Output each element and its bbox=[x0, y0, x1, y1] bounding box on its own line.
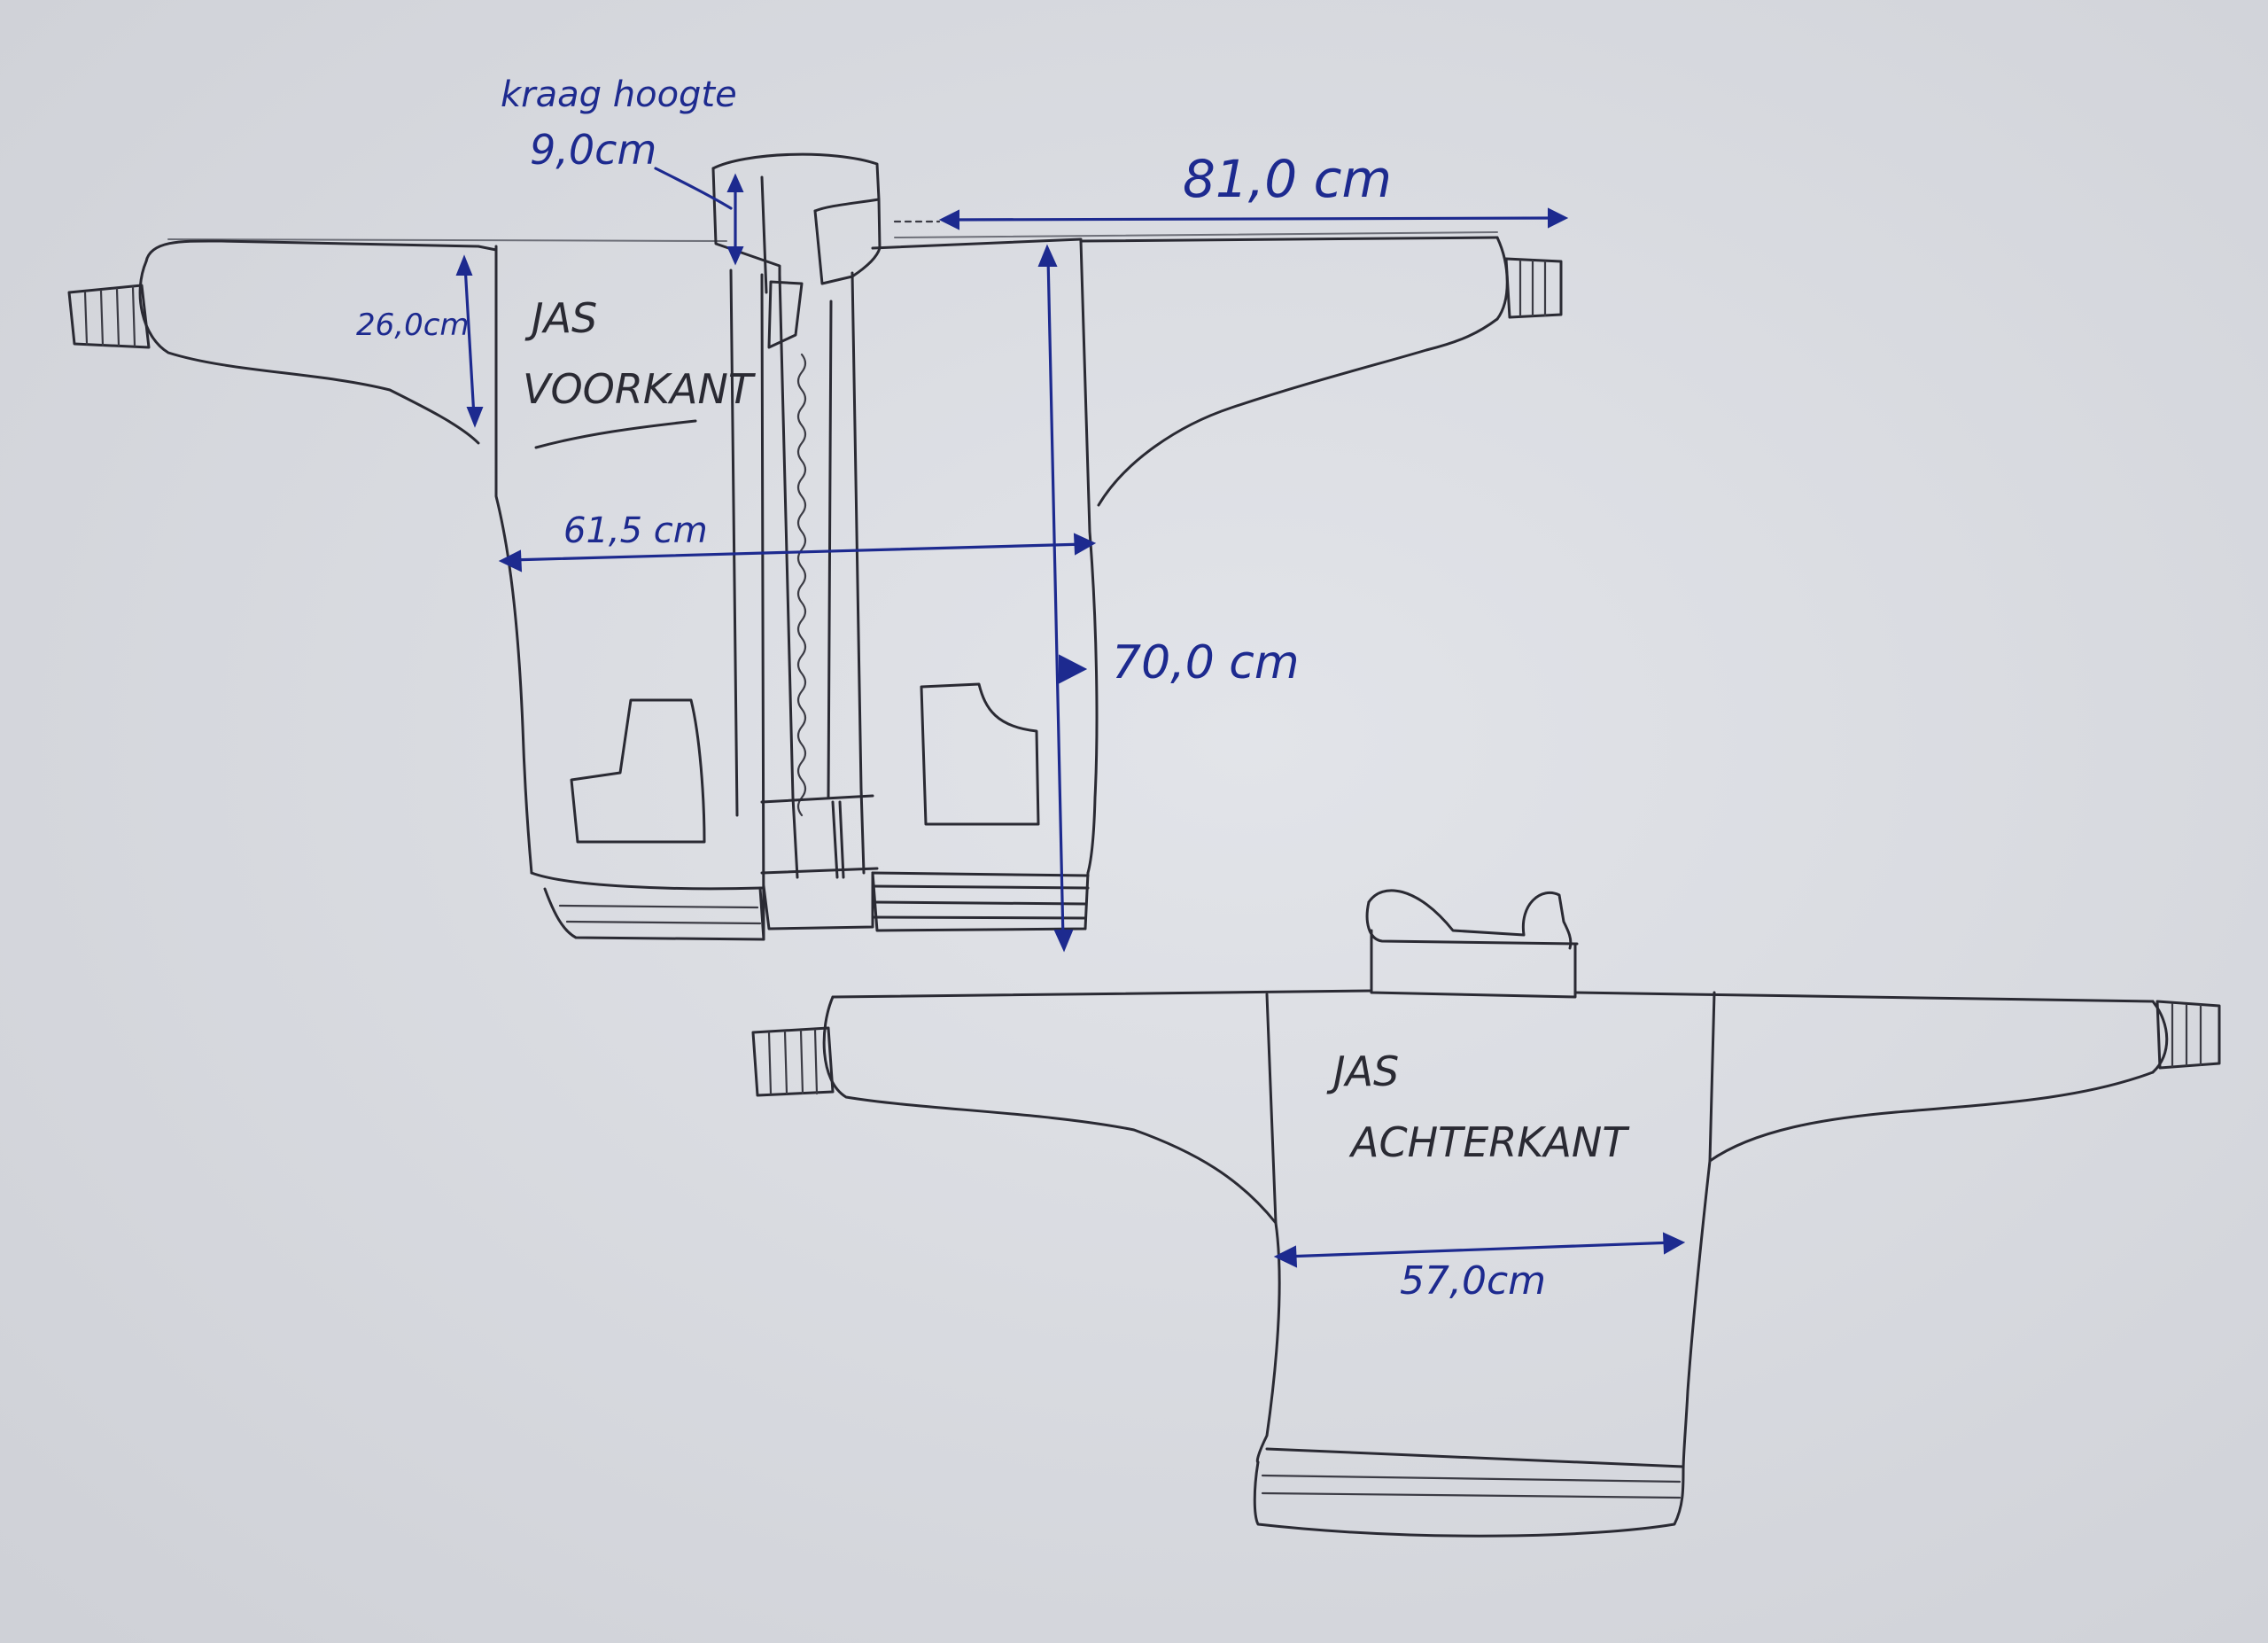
collar-left-side bbox=[711, 167, 781, 284]
front-measurements: kraag hoogte 9,0cm 81,0 cm 26,0cm 61,5 c… bbox=[356, 74, 1569, 953]
placket-stitch bbox=[831, 800, 845, 879]
center-waistband bbox=[762, 871, 874, 931]
collar-label-line1: kraag hoogte bbox=[501, 74, 737, 115]
sleeve-arrowhead-right bbox=[1548, 207, 1569, 229]
chest-width-label: 61,5 cm bbox=[563, 510, 708, 551]
sleeve-length-arrow bbox=[946, 216, 1561, 222]
zipper-pull bbox=[767, 280, 804, 349]
body-length-label: 70,0 cm bbox=[1112, 636, 1300, 689]
right-sleeve-top bbox=[1079, 236, 1499, 243]
back-collar-fold bbox=[1365, 900, 1579, 946]
chest-arrowhead-right bbox=[1073, 533, 1097, 556]
right-hem-line bbox=[871, 871, 1090, 877]
left-cuff-ribbing bbox=[83, 285, 136, 347]
zip-left-line bbox=[778, 273, 799, 879]
back-left-cuff-ribbing bbox=[767, 1028, 819, 1095]
left-hem-line bbox=[530, 871, 764, 891]
back-chest-arrow bbox=[1283, 1241, 1676, 1258]
right-placket-line bbox=[850, 271, 866, 875]
front-jacket bbox=[67, 152, 1563, 941]
placket-bottom bbox=[760, 794, 874, 804]
back-title: JAS ACHTERKANT bbox=[1326, 1047, 1630, 1166]
front-title: JAS VOORKANT bbox=[523, 294, 757, 449]
collar-arrowhead-top bbox=[726, 173, 744, 192]
front-shoulder-guide-right bbox=[894, 231, 1498, 238]
right-sleeve-bottom bbox=[1097, 317, 1499, 507]
left-pocket bbox=[570, 698, 706, 844]
left-waistband bbox=[543, 886, 765, 941]
right-shoulder bbox=[871, 237, 1083, 250]
back-right-cuff bbox=[2155, 1000, 2221, 1070]
back-collar-top bbox=[1367, 889, 1573, 950]
armhole-arrowhead-top bbox=[455, 254, 473, 276]
front-title-underline bbox=[534, 419, 697, 449]
left-sleeve-bottom bbox=[138, 260, 480, 445]
armhole-arrowhead-bottom bbox=[466, 407, 484, 428]
back-hem-line bbox=[1265, 1447, 1685, 1468]
back-left-sleeve-bottom bbox=[822, 995, 1278, 1225]
back-collar-band bbox=[1370, 929, 1577, 999]
back-chest-label: 57,0cm bbox=[1400, 1258, 1546, 1304]
back-measurements: 57,0cm bbox=[1273, 1232, 1686, 1304]
front-title-line1: JAS bbox=[524, 294, 597, 342]
chest-width-arrow bbox=[508, 542, 1087, 562]
front-shoulder-guide bbox=[167, 238, 727, 242]
back-waistband bbox=[1253, 1460, 1685, 1538]
back-jacket bbox=[751, 889, 2221, 1538]
collar-fold-left bbox=[760, 175, 768, 294]
left-placket-edge bbox=[729, 269, 739, 817]
back-right-shoulder bbox=[1573, 991, 2155, 1003]
zip-right-line bbox=[827, 300, 833, 799]
zipper-teeth bbox=[796, 353, 807, 817]
right-cuff-ribbing bbox=[1518, 259, 1547, 317]
right-waistband-ribbing bbox=[871, 884, 1090, 920]
sleeve-length-label: 81,0 cm bbox=[1183, 149, 1392, 209]
back-chest-arrowhead-left bbox=[1273, 1245, 1298, 1268]
collar-label-line2: 9,0cm bbox=[530, 126, 656, 174]
armhole-label: 26,0cm bbox=[356, 308, 470, 343]
right-pocket bbox=[920, 682, 1040, 826]
back-right-sleeve-bottom bbox=[1708, 1071, 2155, 1163]
back-left-shoulder bbox=[831, 989, 1373, 999]
left-sleeve-top bbox=[144, 239, 498, 263]
back-chest-arrowhead-right bbox=[1662, 1232, 1686, 1255]
body-length-marker bbox=[1059, 654, 1088, 684]
left-cuff bbox=[67, 284, 151, 349]
body-length-arrow bbox=[1046, 255, 1065, 941]
left-side-seam bbox=[494, 245, 533, 875]
back-title-line2: ACHTERKANT bbox=[1348, 1118, 1630, 1166]
right-side-seam bbox=[1079, 239, 1099, 875]
body-arrowhead-top bbox=[1037, 244, 1058, 267]
collar-leader-line bbox=[654, 167, 733, 210]
back-right-side-seam bbox=[1682, 991, 1716, 1473]
back-title-line1: JAS bbox=[1326, 1047, 1399, 1095]
armhole-arrow bbox=[463, 264, 476, 418]
back-right-cuff-ribbing bbox=[2171, 1002, 2202, 1068]
collar-arrowhead-bottom bbox=[726, 246, 744, 266]
body-arrowhead-bottom bbox=[1053, 930, 1074, 953]
placket-hem bbox=[760, 867, 879, 875]
front-title-line2: VOORKANT bbox=[523, 365, 757, 413]
back-waistband-ribbing bbox=[1261, 1474, 1682, 1499]
left-waistband-ribbing bbox=[558, 904, 762, 925]
placket-left-line bbox=[760, 273, 765, 941]
right-cuff bbox=[1504, 257, 1563, 319]
back-left-cuff bbox=[751, 1026, 835, 1097]
collar-top bbox=[711, 152, 881, 213]
sleeve-arrowhead-left bbox=[938, 209, 959, 230]
chest-arrowhead-left bbox=[498, 549, 523, 572]
right-waistband bbox=[871, 871, 1090, 932]
